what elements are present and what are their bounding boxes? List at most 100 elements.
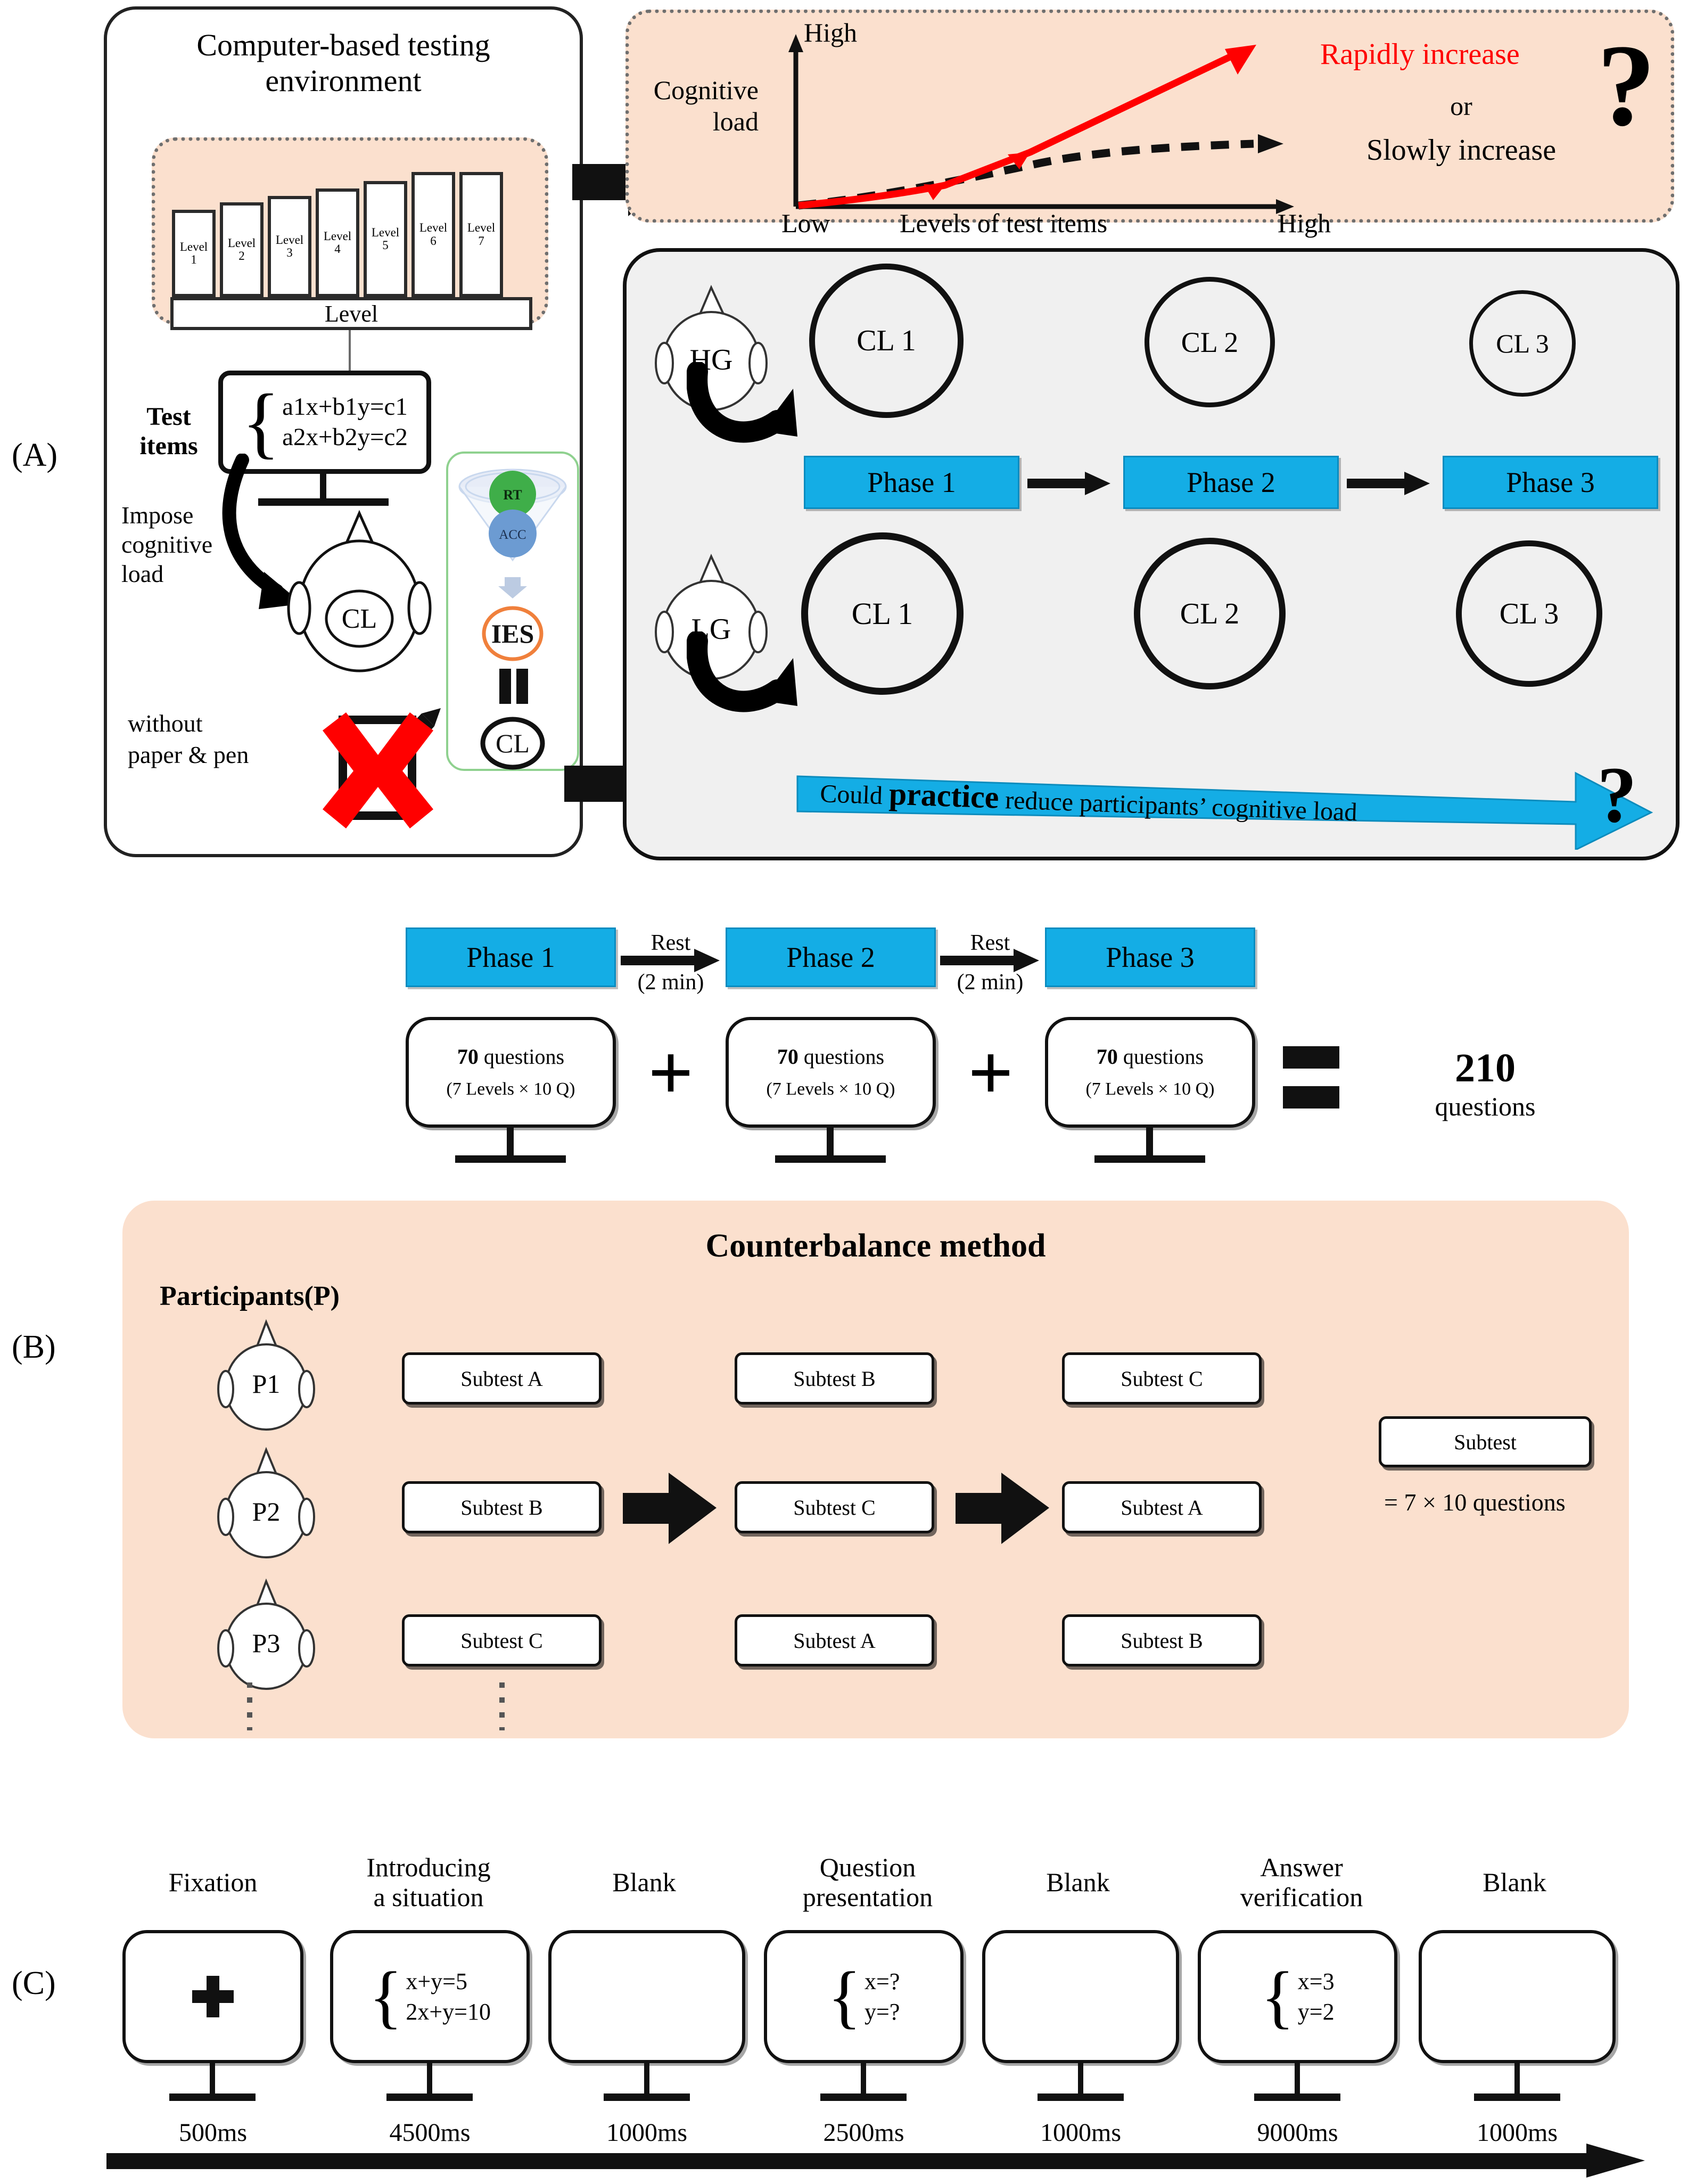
practice-question-banner (796, 771, 1653, 850)
lg-cl2-circle: CL 2 (1134, 538, 1286, 689)
p2-label: P2 (252, 1497, 281, 1526)
b-rest-2-label: Rest (2 min) (937, 915, 1043, 1011)
b-q2-count: 70 (777, 1045, 798, 1069)
counterbalance-arrow-2-icon (956, 1473, 1049, 1544)
c-step-5-base (1038, 2093, 1124, 2101)
p2-subtest-3[interactable]: Subtest A (1062, 1481, 1262, 1533)
c-step-4-title: Question presentation (756, 1842, 979, 1922)
chart-ylabel: Cognitive load (636, 75, 759, 137)
c-step-2-duration: 4500ms (389, 2118, 471, 2147)
b-phase-2[interactable]: Phase 2 (726, 927, 936, 987)
b-phase-1[interactable]: Phase 1 (406, 927, 616, 987)
p2-subtest-1[interactable]: Subtest B (402, 1481, 602, 1533)
c-step-4-eq2: y=? (865, 1999, 900, 2025)
p1-subtest-2[interactable]: Subtest B (735, 1352, 934, 1405)
c-step-6-title-line1: Answer (1260, 1852, 1343, 1882)
banner-part1: Could (819, 779, 890, 810)
c-step-6-title-line2: verification (1240, 1882, 1363, 1912)
c-step-1-duration: 500ms (178, 2118, 247, 2147)
b-rest-2-line2: (2 min) (957, 970, 1024, 995)
p1-subtest-3[interactable]: Subtest C (1062, 1352, 1262, 1405)
b-rest-arrow-1-icon (621, 949, 720, 972)
chart-ylabel-line2: load (712, 106, 759, 136)
p2-subtest-2[interactable]: Subtest C (735, 1481, 934, 1533)
without-line2: paper & pen (128, 741, 249, 768)
p1-subtest-1[interactable]: Subtest A (402, 1352, 602, 1405)
c-step-6-brace: { (1261, 1957, 1295, 2036)
b-phase-3[interactable]: Phase 3 (1045, 927, 1255, 987)
c-step-2-eq1: x+y=5 (406, 1968, 467, 1994)
c-step-1-stem (210, 2063, 215, 2098)
c-step-6-eq2: y=2 (1297, 1999, 1335, 2025)
banner-bold: practice (888, 776, 1000, 815)
c-step-7-screen (1419, 1930, 1616, 2063)
b-q2-detail: (7 Levels × 10 Q) (766, 1079, 895, 1099)
test-items-monitor: { a1x+b1y=c1 a2x+b2y=c2 (218, 371, 431, 474)
equation-line2: a2x+b2y=c2 (282, 423, 408, 451)
p3-subtest-3[interactable]: Subtest B (1062, 1614, 1262, 1666)
chart-y-axis-top-label: High (804, 18, 857, 47)
b-total-count: 210 (1455, 1045, 1516, 1090)
subtests-continuation-dots (499, 1682, 505, 1730)
b-question-box-1-base (455, 1155, 566, 1163)
panel-a-label: (A) (12, 437, 58, 473)
b-equals-sign-2 (1283, 1086, 1339, 1109)
legend-rapidly-increase: Rapidly increase (1320, 38, 1520, 71)
c-step-7-base (1474, 2093, 1560, 2101)
group-phase-3[interactable]: Phase 3 (1443, 456, 1658, 509)
chart-x-right-label: High (1278, 208, 1331, 238)
cognitive-load-chart (788, 34, 1294, 214)
c-step-3-screen (548, 1930, 745, 2063)
c-step-2-eq2: 2x+y=10 (406, 1999, 491, 2025)
c-step-2-base (386, 2093, 473, 2101)
b-q3-count: 70 (1096, 1045, 1118, 1069)
counterbalance-arrow-1-icon (623, 1473, 717, 1544)
group-phase-2[interactable]: Phase 2 (1123, 456, 1339, 509)
b-q1-count: 70 (457, 1045, 479, 1069)
p3-subtest-1[interactable]: Subtest C (402, 1614, 602, 1666)
c-step-2-title: Introducing a situation (319, 1842, 538, 1922)
c-step-6-stem (1295, 2063, 1300, 2098)
p1-label: P1 (252, 1369, 281, 1399)
group-phase-1[interactable]: Phase 1 (804, 456, 1019, 509)
test-items-label: Test items (124, 394, 214, 469)
test-items-label-line2: items (139, 432, 198, 460)
banner-question-mark: ? (1597, 751, 1637, 839)
legend-subtest-box: Subtest (1379, 1416, 1592, 1467)
c-step-4-base (820, 2093, 907, 2101)
c-step-2-title-line1: Introducing (366, 1852, 491, 1882)
impose-cognitive-load-label: Impose cognitive load (121, 500, 254, 589)
c-step-7-title: Blank (1416, 1842, 1613, 1922)
level-bus-label-box: Level (170, 297, 532, 330)
b-question-box-1: 70 questions (7 Levels × 10 Q) (406, 1017, 616, 1128)
hg-cl1-label: CL 1 (857, 324, 916, 357)
ies-circle-label: IES (491, 619, 534, 648)
c-step-5-duration: 1000ms (1040, 2118, 1121, 2147)
c-step-4-stem (861, 2063, 866, 2098)
c-step-1-screen (122, 1930, 303, 2063)
environment-title-line1: Computer-based testing (196, 28, 490, 63)
c-step-6-screen: { x=3 y=2 (1198, 1930, 1397, 2063)
lg-cl2-label: CL 2 (1180, 597, 1240, 630)
b-question-box-2-base (775, 1155, 886, 1163)
acc-circle-label: ACC (499, 528, 526, 542)
lg-cl3-label: CL 3 (1499, 597, 1559, 630)
b-rest-1-line2: (2 min) (637, 970, 704, 995)
c-step-2-screen: { x+y=5 2x+y=10 (330, 1930, 530, 2063)
c-step-3-title: Blank (546, 1842, 743, 1922)
chart-x-left-label: Low (781, 208, 830, 238)
lg-to-cl1-arrow-icon (687, 631, 797, 712)
b-q3-detail: (7 Levels × 10 Q) (1085, 1079, 1215, 1099)
impose-line1: Impose (121, 502, 194, 529)
chart-ylabel-line1: Cognitive (653, 75, 759, 105)
hg-to-cl1-arrow-icon (687, 362, 797, 443)
lg-cl1-circle: CL 1 (801, 532, 964, 695)
panel-c-label: (C) (12, 1965, 56, 2001)
b-question-box-1-stem (507, 1128, 514, 1159)
c-step-1-title: Fixation (112, 1842, 314, 1922)
p3-subtest-2[interactable]: Subtest A (735, 1614, 934, 1666)
c-step-6-base (1254, 2093, 1340, 2101)
